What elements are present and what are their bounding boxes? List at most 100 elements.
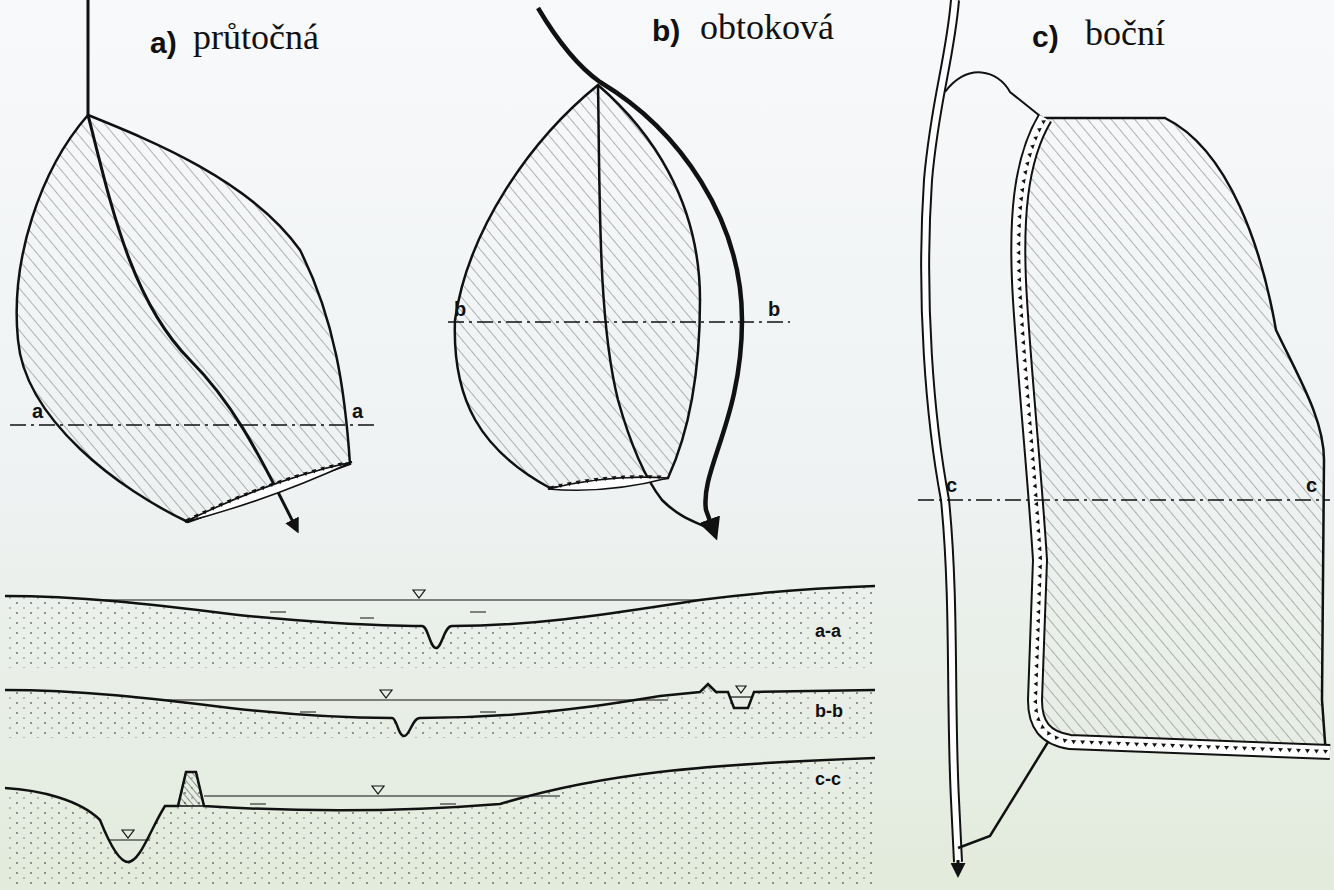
dam-tooth [1047,731,1051,736]
dam-tooth [1020,331,1024,336]
dam-tooth [1170,744,1175,748]
dam-tooth [1018,295,1022,300]
dam-tooth [1034,681,1038,686]
dam-tooth [620,476,625,480]
panel-title: obtoková [700,8,834,48]
dam-tooth [1107,741,1112,745]
dam-tooth [285,477,290,482]
dam-tooth [1016,241,1020,246]
dam-tooth [1032,474,1036,479]
dam-tooth [1030,448,1034,453]
dam-tooth [1035,636,1039,641]
dam-tooth [1017,214,1021,219]
dam-tooth [648,475,653,479]
dam-tooth [194,513,199,518]
dam-tooth [584,479,589,483]
dam-tooth [1089,741,1094,745]
dam-tooth [1071,740,1076,744]
dam-tooth [1296,749,1301,753]
dam-tooth [1037,582,1041,587]
panel-letter: c) [1032,20,1059,53]
dam-tooth [1023,170,1027,175]
dam-tooth [1215,746,1220,750]
section-mark: b [454,298,466,320]
dam-tooth [1024,385,1028,390]
dam-tooth [1018,304,1022,309]
dam-tooth [1020,188,1024,193]
dam-tooth [1134,742,1139,746]
dam-tooth [1036,528,1040,533]
dam-tooth [1035,645,1039,650]
dam-tooth [1179,744,1184,748]
dam-tooth [1125,742,1130,746]
dam-tooth [1305,749,1310,753]
dam-tooth [1037,591,1041,596]
dam-tooth [243,492,248,497]
dam-tooth [1036,609,1040,614]
panel-title: boční [1085,14,1165,54]
dam-tooth [1033,492,1037,497]
dam-tooth [1037,128,1042,133]
dam-tooth [1036,716,1041,721]
section-name: a-a [812,622,844,642]
panel-letter: a) [150,26,177,59]
section-mark: a [32,400,43,422]
dam-tooth [1016,232,1020,237]
dam-tooth [567,482,572,486]
dam-tooth [1036,600,1040,605]
dam-tooth [1038,555,1042,560]
section-mark: b [768,298,780,320]
dam-tooth [1017,277,1021,282]
dam-tooth [593,478,598,482]
dam-tooth [1038,564,1042,569]
dam-tooth [558,484,563,488]
dam-tooth [329,464,334,468]
dam-tooth [1033,699,1037,704]
dam-tooth [235,495,240,500]
dam-tooth [1021,340,1025,345]
reservoir-b [448,8,790,532]
dam-tooth [1251,747,1256,751]
dam-tooth [1017,286,1021,291]
dam-tooth [1025,161,1029,166]
panel-title: průtočná [193,18,319,58]
dam-tooth [1025,394,1029,399]
dam-tooth [1016,250,1020,255]
section-name: b-b [812,702,846,722]
dam-tooth [1233,746,1238,750]
dam-tooth [1023,367,1027,372]
dam-tooth [1030,457,1034,462]
dam-tooth [1034,501,1038,506]
dam-tooth [1206,745,1211,749]
dam-tooth [1026,403,1030,408]
dam-tooth [1024,376,1028,381]
dam-tooth [311,469,316,474]
dam-tooth [1020,322,1024,327]
dam-tooth [1035,519,1039,524]
dam-tooth [576,480,581,484]
dam-tooth [1019,313,1023,318]
section-mark: c [946,474,957,496]
dam-tooth [602,477,607,481]
dam-tooth [1314,749,1319,753]
dam-tooth [639,475,644,479]
panel-letter: b) [652,14,680,47]
dam-tooth [1040,724,1045,728]
dam-tooth [1098,741,1103,745]
dam-tooth [1036,627,1040,632]
dam-tooth [1143,743,1148,747]
dam-tooth [657,475,662,479]
dam-tooth [1037,546,1041,551]
dam-tooth [210,506,215,511]
dam-tooth [1018,205,1022,210]
dam-tooth [1287,748,1292,752]
dam-tooth [1031,466,1035,471]
dam-tooth [1035,510,1039,515]
dam-tooth [1019,197,1023,202]
dam-tooth [320,467,325,472]
dam-tooth [294,474,299,479]
dam-tooth [303,471,308,476]
dam-tooth [1027,412,1031,417]
dam-tooth [226,499,231,504]
